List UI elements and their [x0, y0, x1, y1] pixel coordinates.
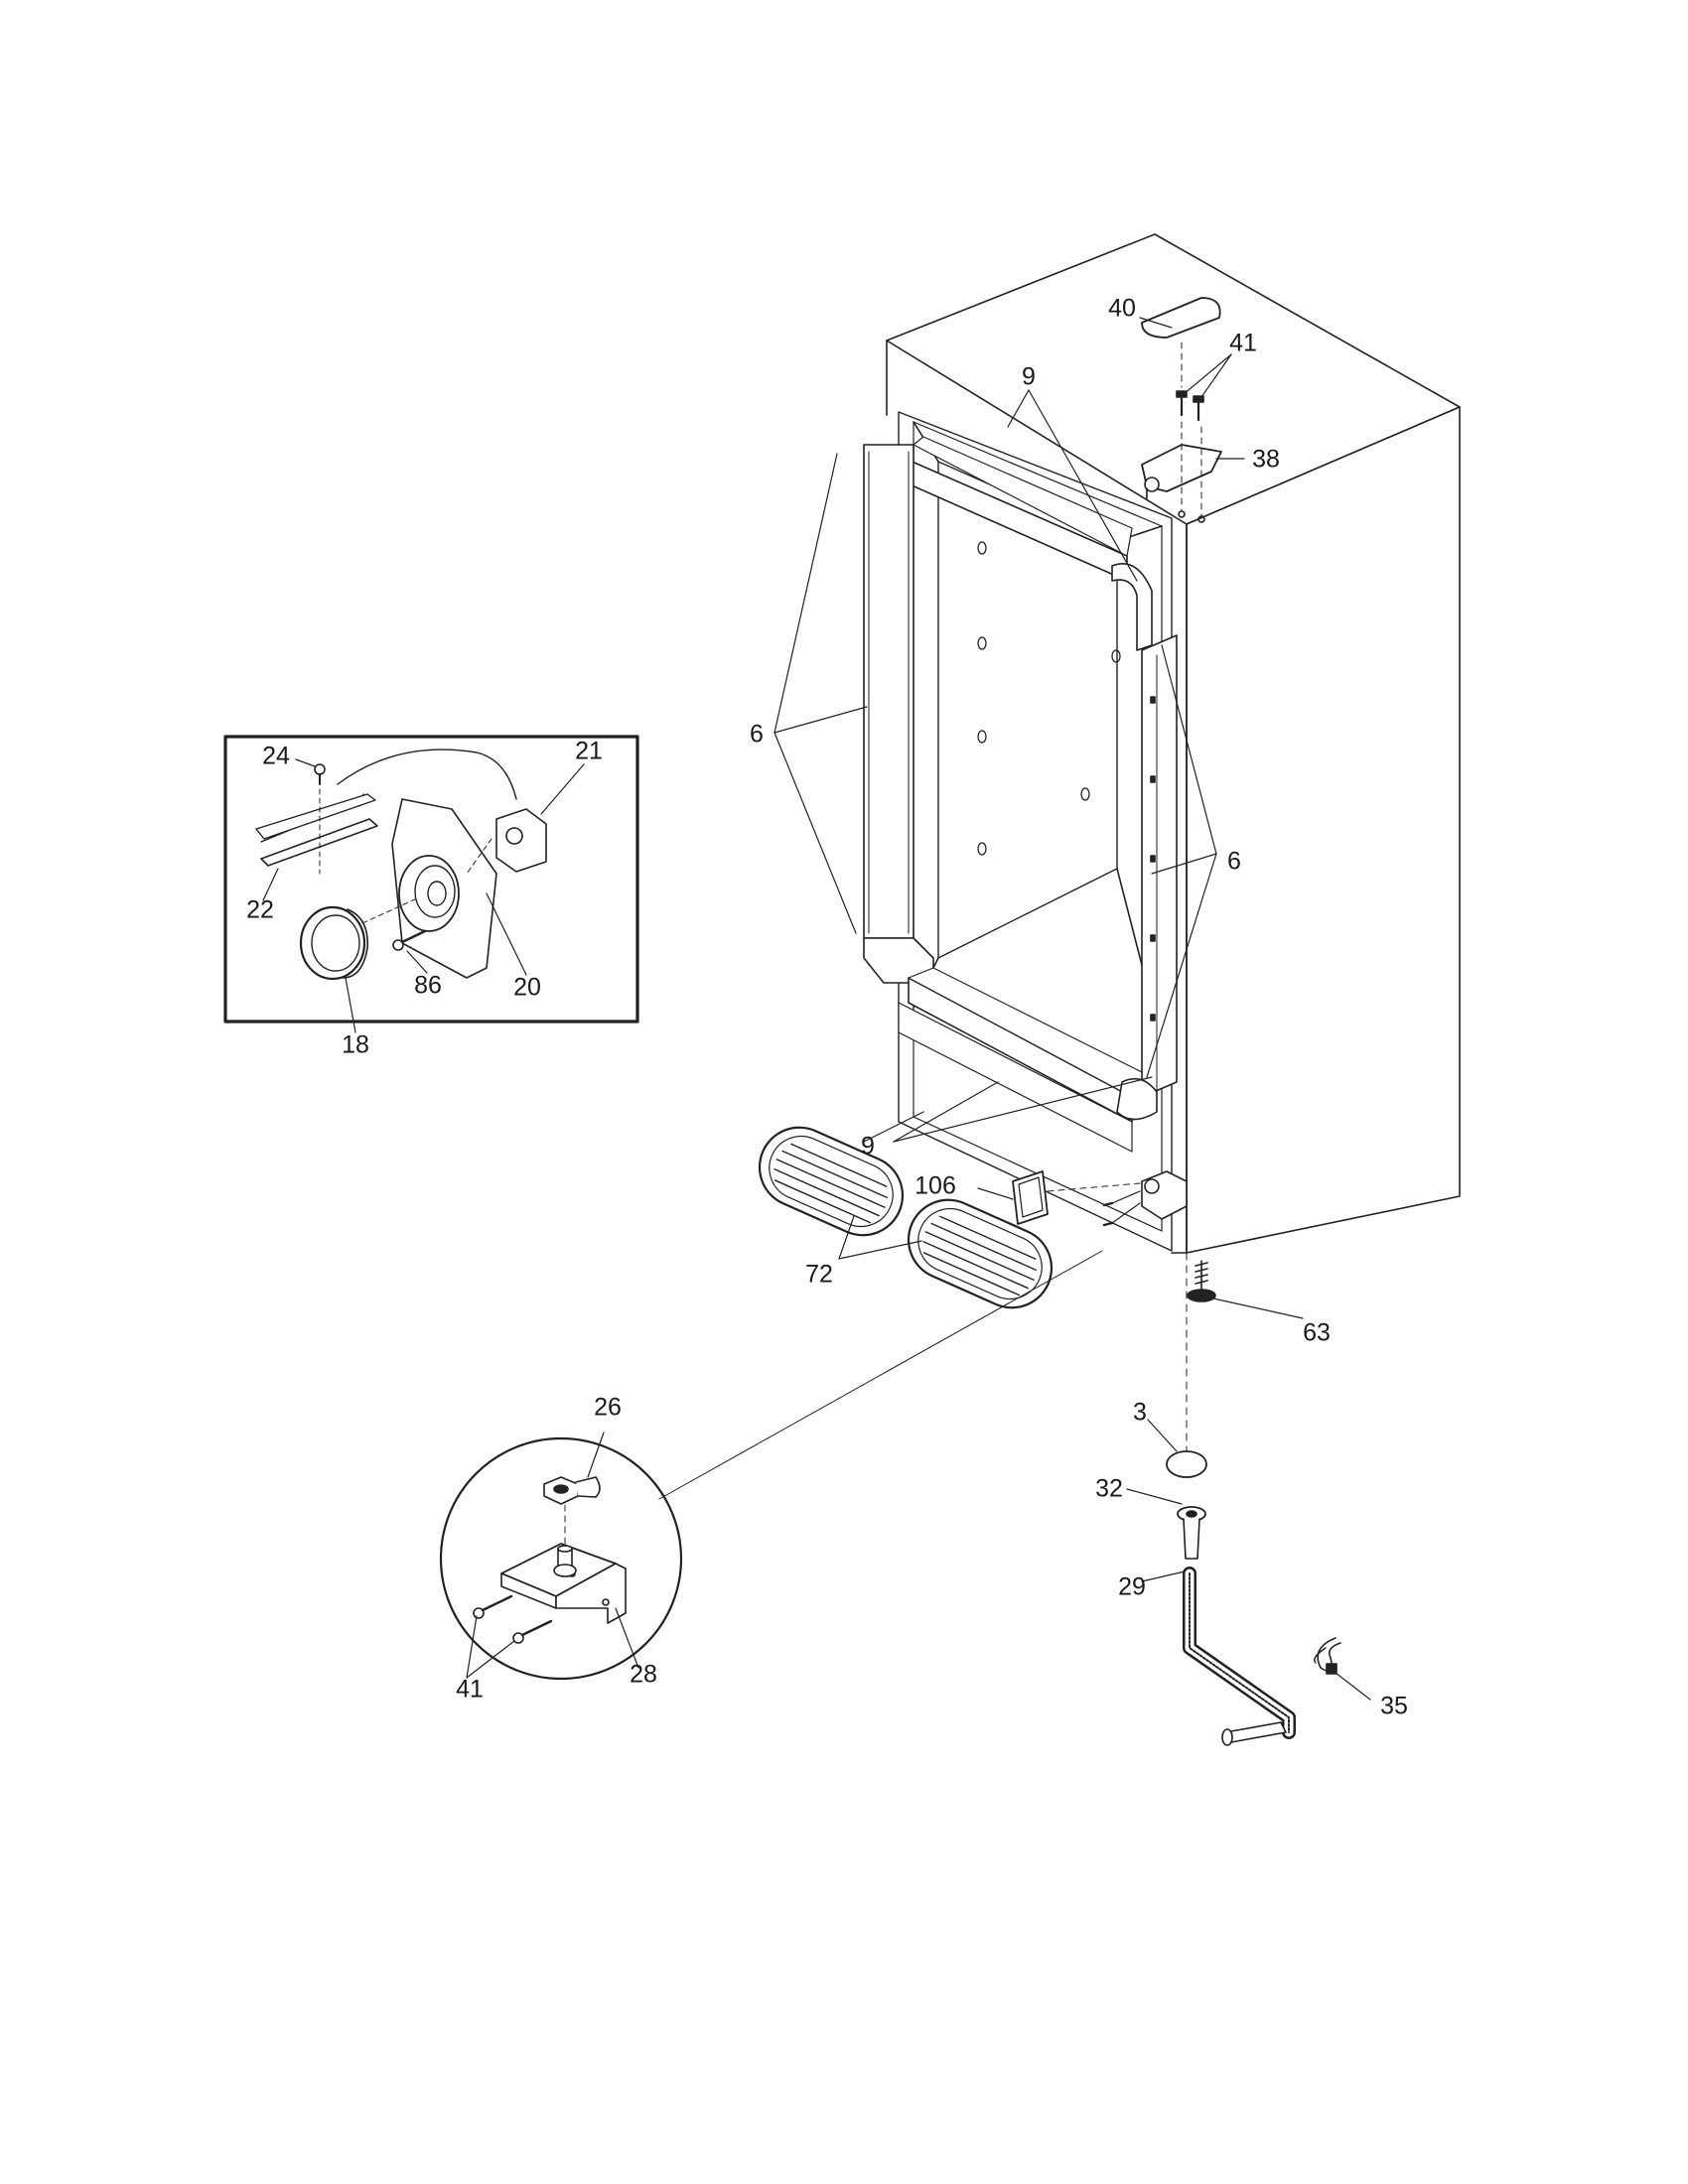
hinge-detail-circle [439, 1250, 1103, 1681]
callout-41-bottom: 41 [456, 1675, 484, 1704]
callout-24: 24 [262, 742, 290, 770]
bottom-hinge-bracket [1102, 1170, 1188, 1227]
callout-6-left: 6 [750, 720, 764, 749]
callout-21: 21 [575, 737, 603, 765]
callout-29: 29 [1118, 1572, 1146, 1601]
breaker-strip-bottom [898, 967, 1153, 1153]
breaker-strip-right [1111, 563, 1178, 1121]
callout-63: 63 [1303, 1318, 1331, 1347]
callout-106: 106 [914, 1171, 956, 1200]
callout-35: 35 [1380, 1692, 1408, 1720]
callout-26: 26 [594, 1393, 622, 1422]
callout-22: 22 [246, 895, 274, 924]
callout-40: 40 [1108, 294, 1136, 323]
top-hinge-plate-38 [1141, 421, 1222, 523]
callout-38: 38 [1252, 445, 1280, 474]
wire-clip-35 [1314, 1637, 1341, 1675]
callout-32: 32 [1095, 1474, 1123, 1503]
leveling-leg-63 [1186, 1252, 1216, 1455]
breaker-strip-left [863, 444, 934, 984]
callout-9-top: 9 [1022, 362, 1036, 391]
callout-86: 86 [414, 971, 442, 1000]
door-stop-rod-29 [1183, 1567, 1296, 1746]
grille-lower [907, 1198, 1054, 1309]
thermostat-detail-box [223, 735, 639, 1024]
top-hinge-screws-41 [1176, 341, 1204, 422]
cap-part-3 [1166, 1450, 1207, 1478]
leader-lines [262, 317, 1371, 1701]
pad-part-106 [1012, 1170, 1141, 1225]
top-hinge-cover-40 [1141, 297, 1221, 339]
callout-9-bottom: 9 [861, 1132, 875, 1160]
grille-upper [758, 1126, 905, 1237]
callout-20: 20 [513, 973, 541, 1002]
callout-72: 72 [805, 1260, 833, 1289]
cabinet-body [886, 233, 1461, 1254]
callout-41-top: 41 [1229, 329, 1257, 357]
callout-18: 18 [342, 1030, 369, 1059]
callout-28: 28 [630, 1660, 657, 1689]
bushing-part-32 [1177, 1506, 1206, 1560]
callout-3: 3 [1133, 1398, 1147, 1427]
callout-6-right: 6 [1227, 847, 1241, 876]
